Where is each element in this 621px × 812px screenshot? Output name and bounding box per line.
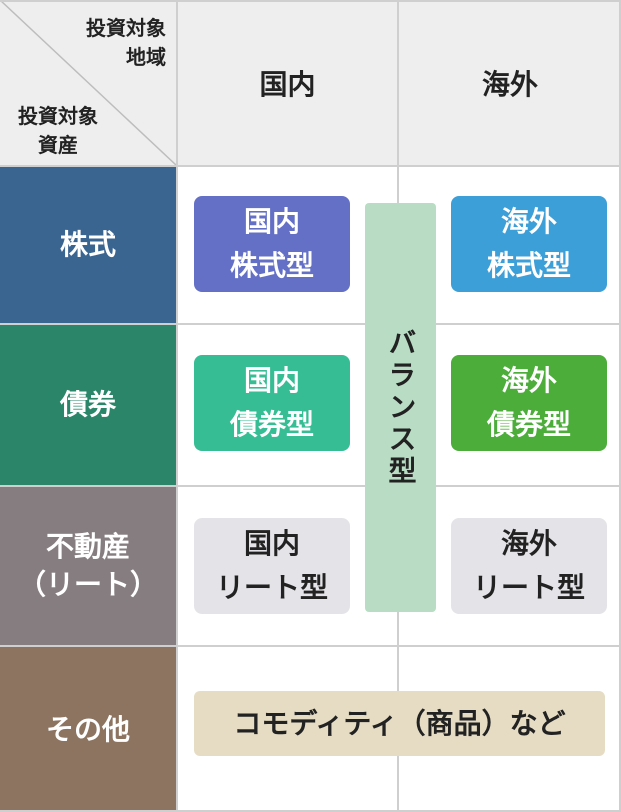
overseas-reit-fund-box: 海外 リート型 xyxy=(451,518,607,614)
grid-line xyxy=(0,323,621,325)
overseas-header-cell xyxy=(399,0,621,165)
grid-line xyxy=(0,810,621,812)
asset-axis-label: 投資対象 資産 xyxy=(18,104,98,157)
commodity-box: コモディティ（商品）など xyxy=(194,691,605,756)
domestic-header-cell xyxy=(178,0,397,165)
grid-line xyxy=(176,0,178,812)
overseas-stock-fund-box: 海外 株式型 xyxy=(451,196,607,292)
row-header-stock: 株式 xyxy=(0,167,176,323)
balance-fund-label: バランス型 xyxy=(384,327,418,488)
balance-fund-box: バランス型 xyxy=(365,203,436,612)
corner-diagonal xyxy=(0,0,176,165)
column-header-domestic: 国内 xyxy=(259,67,316,101)
domestic-bond-fund-box: 国内 債券型 xyxy=(194,355,350,451)
grid-line xyxy=(0,485,621,487)
row-header-other: その他 xyxy=(0,647,176,812)
column-header-overseas: 海外 xyxy=(481,67,538,101)
row-header-reit: 不動産 （リート） xyxy=(0,487,176,645)
region-axis-label: 投資対象 地域 xyxy=(86,16,166,69)
grid-line xyxy=(0,0,621,2)
grid-line xyxy=(619,0,621,812)
grid-line xyxy=(0,645,621,647)
domestic-stock-fund-box: 国内 株式型 xyxy=(194,196,350,292)
grid-line xyxy=(0,165,621,167)
row-header-bond: 債券 xyxy=(0,325,176,485)
overseas-bond-fund-box: 海外 債券型 xyxy=(451,355,607,451)
domestic-reit-fund-box: 国内 リート型 xyxy=(194,518,350,614)
